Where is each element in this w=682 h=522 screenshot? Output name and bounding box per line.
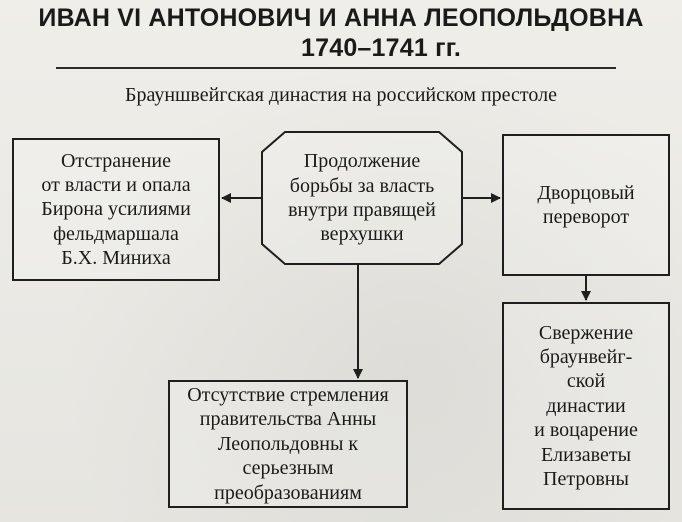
page-title: ИВАН VI АНТОНОВИЧ И АННА ЛЕОПОЛЬДОВНА (38, 4, 644, 32)
page-title-years: 1740–1741 гг. (301, 34, 461, 62)
node-right-bottom-text: Свержение браунвейг- ской династии и воц… (534, 321, 638, 490)
node-left: Отстранение от власти и опала Бирона уси… (12, 138, 220, 281)
title-underline (56, 67, 616, 69)
node-bottom-text: Отсутствие стремления правительства Анны… (187, 384, 389, 504)
center-octagon (261, 131, 463, 265)
node-center: Продолжение борьбы за власть внутри прав… (262, 132, 462, 264)
node-right-top: Дворцовый переворот (502, 134, 670, 276)
node-right-bottom: Свержение браунвейг- ской династии и воц… (502, 302, 670, 510)
node-bottom: Отсутствие стремления правительства Анны… (168, 380, 408, 508)
node-center-text: Продолжение борьбы за власть внутри прав… (288, 150, 436, 246)
node-left-text: Отстранение от власти и опала Бирона уси… (41, 149, 191, 270)
node-right-top-text: Дворцовый переворот (537, 181, 635, 228)
diagram-subtitle: Брауншвейгская династия на российском пр… (124, 84, 558, 106)
